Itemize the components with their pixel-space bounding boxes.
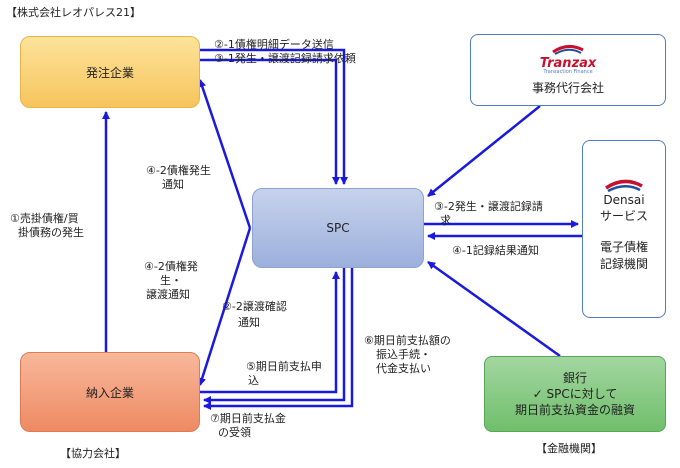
label-4-2b-2: 生・	[160, 274, 182, 287]
tranzax-logo: Tranzax	[539, 56, 597, 71]
label-3-2-1: ③-2発生・譲渡記録請	[434, 200, 543, 213]
bank-line1: 銀行	[562, 371, 587, 385]
densai-swoosh-icon	[605, 179, 643, 193]
label-6-2: 振込手続・	[376, 348, 431, 361]
label-3-2-2: 求	[440, 214, 451, 227]
nonyu-kigyo-box: 納入企業	[20, 352, 200, 432]
label-2-2-1: ②-2譲渡確認	[222, 300, 287, 313]
bank-box: 銀行 ✓ SPCに対して 期日前支払資金の融資	[484, 356, 666, 432]
arrow-3-1	[200, 58, 340, 185]
kyoryoku-note: 【協力会社】	[60, 447, 126, 460]
label-4-1: ④-1記録結果通知	[452, 244, 539, 257]
leopalace-note: 【株式会社レオパレス21】	[6, 6, 141, 19]
label-3-1: ③-1発生・譲渡記録請求依頼	[214, 52, 356, 65]
tranzax-swoosh-icon	[552, 45, 584, 55]
tranzax-box: Tranzax Transaction Finance 事務代行会社	[470, 34, 666, 106]
densai-box: Densai サービス 電子債権 記録機関	[582, 140, 666, 318]
hatchu-kigyo-box: 発注企業	[20, 36, 200, 108]
label-1-1: ①売掛債権/買	[10, 212, 79, 225]
arrow-2-1	[200, 48, 348, 185]
label-5-1: ⑤期日前支払申	[246, 360, 322, 373]
bank-line2: ✓ SPCに対して	[532, 387, 618, 401]
bank-line3: 期日前支払資金の融資	[514, 403, 635, 417]
densai-line3: 記録機関	[599, 257, 648, 271]
label-4-2a-2: 通知	[162, 178, 184, 191]
arrow-4-2b	[198, 227, 252, 386]
arrow-5	[200, 271, 340, 394]
label-7-1: ⑦期日前支払金	[210, 412, 286, 425]
densai-logo: Densai	[603, 193, 645, 207]
arrow-4-2a	[198, 79, 252, 229]
hatchu-label: 発注企業	[85, 65, 134, 80]
label-1-2: 掛債務の発生	[18, 226, 84, 239]
label-4-2b-3: 譲渡通知	[146, 288, 190, 301]
label-4-2a-1: ④-2債権発生	[146, 164, 211, 177]
kinyu-note: 【金融機関】	[536, 442, 602, 455]
label-7-2: の受領	[218, 426, 251, 439]
spc-box: SPC	[252, 188, 424, 268]
label-6-3: 代金支払い	[376, 362, 431, 375]
tranzax-label: 事務代行会社	[531, 81, 604, 95]
label-4-2b-1: ④-2債権発	[144, 260, 198, 273]
arrow-bank-spc	[427, 260, 561, 358]
densai-line2: 電子債権	[599, 240, 648, 254]
label-5-2: 込	[248, 374, 259, 387]
label-2-2-2: 通知	[238, 316, 260, 329]
tranzax-logo-sub: Transaction Finance	[543, 69, 593, 75]
nonyu-label: 納入企業	[85, 385, 134, 400]
label-6-1: ⑥期日前支払額の	[364, 334, 451, 347]
densai-line1: サービス	[599, 209, 648, 223]
label-2-1: ②-1債権明細データ送信	[214, 38, 334, 51]
arrow-6	[203, 268, 346, 404]
arrow-6b	[203, 268, 354, 410]
arrow-tranzax-spc	[427, 105, 541, 197]
spc-label: SPC	[326, 221, 350, 235]
